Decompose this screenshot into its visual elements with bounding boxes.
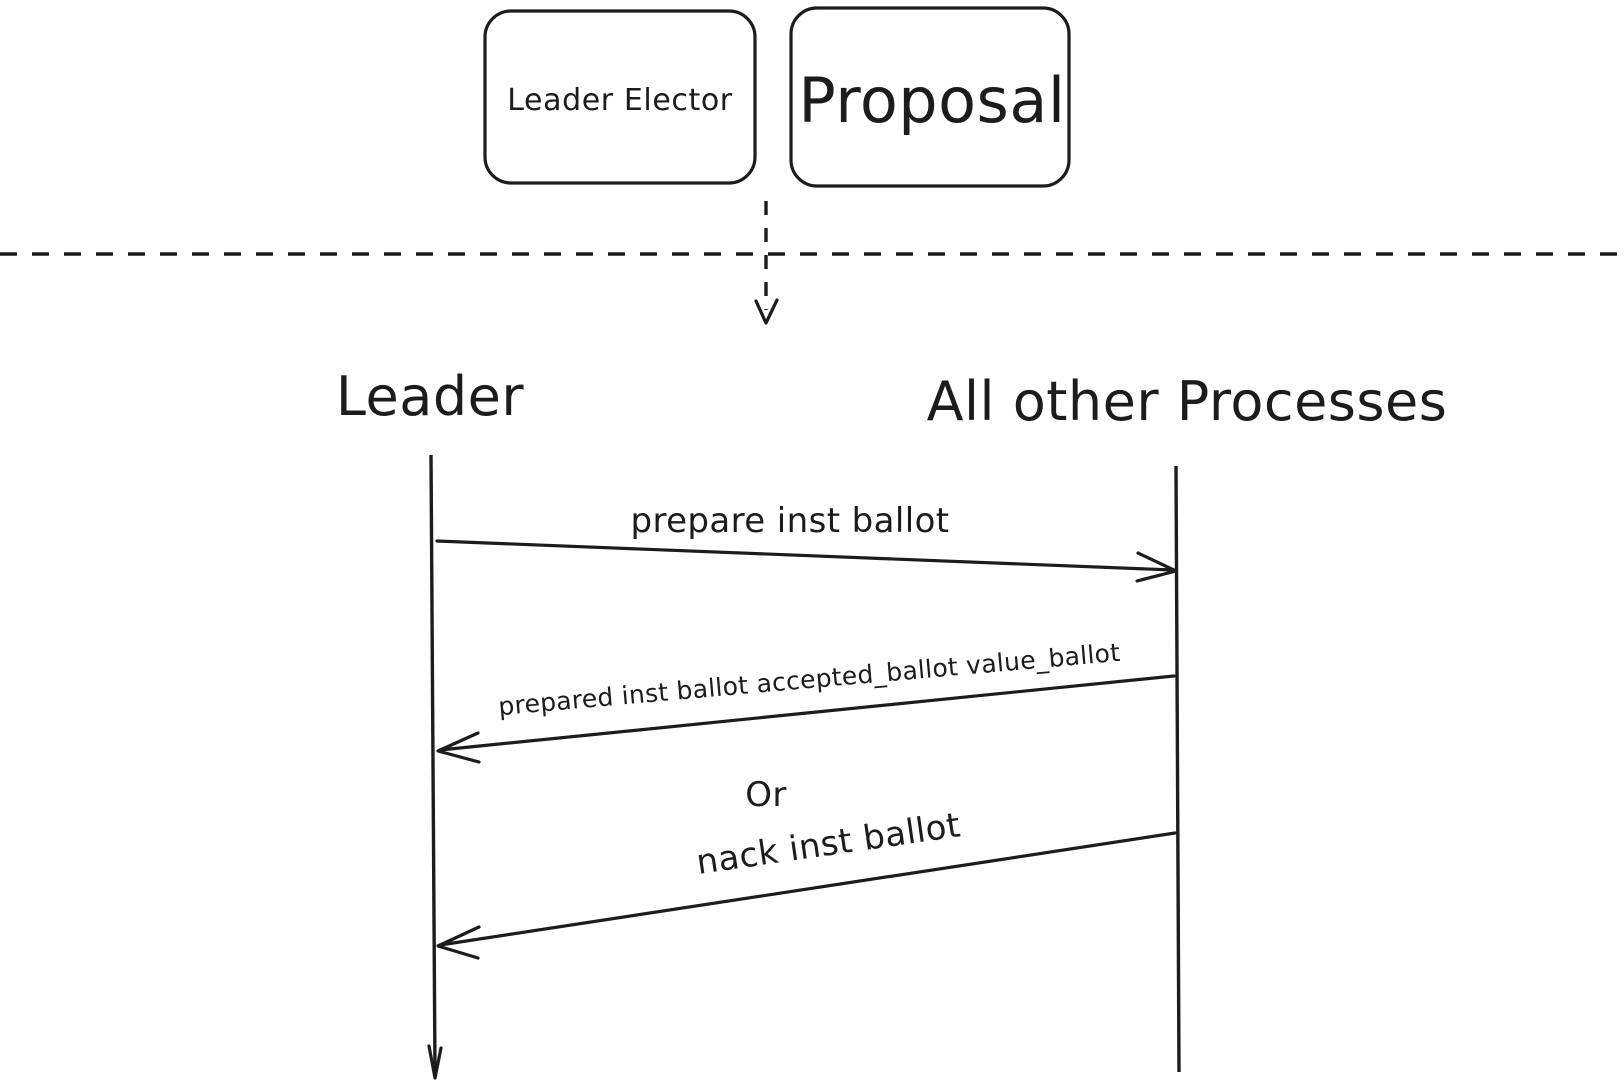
participant-label-leader: Leader (336, 365, 524, 428)
participant-label-all-other-processes: All other Processes (927, 370, 1448, 433)
lifeline-all-other-processes (1174, 465, 1181, 1073)
message-label-or: Or (745, 775, 787, 815)
leader-elector-label: Leader Elector (507, 83, 733, 118)
flow-down-dashed-arrow (754, 201, 779, 325)
proposal-label: Proposal (798, 64, 1065, 137)
node-leader-elector[interactable]: Leader Elector (483, 9, 757, 185)
message-prepare: prepare inst ballot (435, 501, 1178, 583)
message-label-prepared: prepared inst ballot accepted_ballot val… (497, 638, 1121, 721)
message-nack: nack inst ballot (436, 805, 1177, 960)
leader-elector-box[interactable] (483, 9, 757, 185)
proposal-box[interactable] (789, 6, 1071, 188)
message-prepared: prepared inst ballot accepted_ballot val… (436, 638, 1176, 764)
message-label-prepare: prepare inst ballot (631, 501, 950, 541)
lifeline-leader (427, 454, 443, 1080)
node-proposal[interactable]: Proposal (789, 6, 1071, 188)
